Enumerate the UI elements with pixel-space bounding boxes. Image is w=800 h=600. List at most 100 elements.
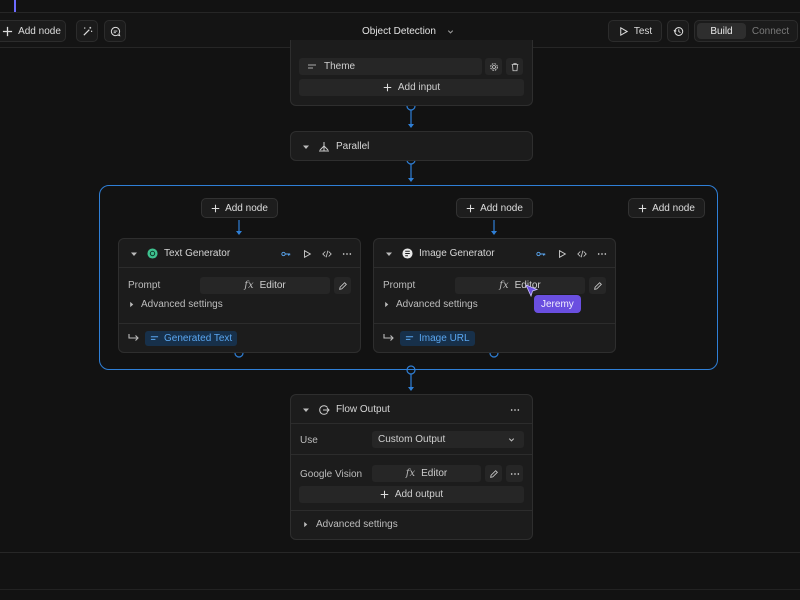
test-button[interactable]: Test — [608, 20, 662, 42]
function-icon: fx — [405, 468, 416, 479]
add-node-label: Add node — [18, 25, 61, 37]
text-generator-logo-icon — [147, 248, 158, 259]
pencil-icon — [489, 469, 498, 478]
use-select-value: Custom Output — [378, 434, 446, 445]
image-url-output-chip[interactable]: Image URL — [400, 331, 475, 346]
plus-icon — [2, 26, 13, 36]
divider — [0, 552, 800, 553]
theme-field[interactable]: Theme — [299, 58, 482, 75]
image-generator-advanced-label: Advanced settings — [396, 299, 478, 310]
magic-wand-icon — [82, 26, 92, 36]
pencil-icon — [338, 281, 347, 290]
flow-output-advanced-toggle[interactable]: Advanced settings — [302, 519, 398, 530]
text-generator-prompt-editor[interactable]: fx Editor — [200, 277, 330, 294]
add-input-button[interactable]: Add input — [299, 79, 524, 96]
add-node-button[interactable]: Add node — [0, 20, 66, 42]
text-generator-actions — [280, 249, 352, 259]
image-generator-prompt-editor[interactable]: fx Editor — [455, 277, 585, 294]
magic-wand-button[interactable] — [76, 20, 98, 42]
flow-title-dropdown[interactable]: Object Detection — [362, 20, 455, 42]
divider — [374, 323, 615, 324]
image-generator-edit-button[interactable] — [589, 277, 606, 294]
comment-button[interactable] — [104, 20, 126, 42]
connect-tab[interactable]: Connect — [751, 25, 790, 37]
more-icon — [510, 472, 519, 475]
chevron-down-icon — [447, 29, 454, 34]
comment-icon — [110, 26, 120, 36]
use-select[interactable]: Custom Output — [372, 431, 524, 448]
function-icon: fx — [499, 280, 509, 291]
test-label: Test — [633, 25, 653, 37]
add-node-right-label: Add node — [480, 202, 523, 214]
generated-text-output-chip[interactable]: Generated Text — [145, 331, 238, 346]
flow-output-icon — [319, 405, 330, 415]
divider — [374, 267, 615, 268]
key-icon[interactable] — [535, 249, 547, 259]
flow-output-node[interactable]: Flow Output Use Custom Output Google Vis… — [290, 394, 533, 540]
google-vision-editor[interactable]: fx Editor — [372, 465, 481, 482]
google-vision-label: Google Vision — [300, 469, 363, 480]
add-output-button[interactable]: Add output — [299, 486, 524, 503]
theme-delete-button[interactable] — [506, 58, 523, 75]
caret-right-icon — [130, 301, 134, 308]
use-label: Use — [300, 435, 318, 446]
caret-right-icon — [385, 301, 389, 308]
text-generator-node[interactable]: Text Generator Prompt fx Editor Advanced… — [118, 238, 361, 353]
play-icon[interactable] — [302, 249, 312, 259]
image-generator-advanced-toggle[interactable]: Advanced settings — [383, 299, 478, 310]
text-generator-advanced-toggle[interactable]: Advanced settings — [128, 299, 223, 310]
input-node: Theme Add input — [290, 40, 533, 106]
add-input-label: Add input — [397, 82, 441, 93]
top-accent-bar — [14, 0, 16, 12]
more-icon[interactable] — [597, 249, 607, 259]
more-icon[interactable] — [510, 405, 520, 415]
collaborator-cursor-icon — [525, 284, 539, 298]
add-node-extra-label: Add node — [652, 202, 695, 214]
divider — [291, 454, 532, 455]
add-node-left-label: Add node — [225, 202, 268, 214]
key-icon[interactable] — [280, 249, 292, 259]
text-generator-edit-button[interactable] — [334, 277, 351, 294]
image-generator-title: Image Generator — [419, 248, 495, 259]
plus-icon — [466, 204, 475, 212]
collaborator-name-badge: Jeremy — [534, 295, 581, 313]
generated-text-label: Generated Text — [164, 333, 233, 344]
divider — [119, 323, 360, 324]
text-field-icon — [150, 336, 159, 340]
image-generator-prompt-label: Prompt — [383, 280, 416, 291]
collapse-caret-icon[interactable] — [385, 250, 393, 258]
theme-settings-button[interactable] — [485, 58, 502, 75]
image-url-label: Image URL — [419, 333, 470, 344]
collapse-caret-icon[interactable] — [302, 406, 310, 414]
parallel-split-icon — [319, 142, 329, 152]
text-field-icon — [405, 336, 414, 340]
gear-icon — [489, 62, 498, 71]
add-node-left-button[interactable]: Add node — [201, 198, 278, 218]
parallel-node[interactable]: Parallel — [290, 131, 533, 161]
code-icon[interactable] — [322, 249, 332, 259]
text-generator-prompt-label: Prompt — [128, 280, 161, 291]
parallel-group — [99, 185, 718, 370]
code-icon[interactable] — [577, 249, 587, 259]
flow-output-title: Flow Output — [336, 404, 390, 415]
google-vision-edit-button[interactable] — [485, 465, 502, 482]
collaborator-name: Jeremy — [541, 298, 574, 310]
divider — [291, 423, 532, 424]
collapse-caret-icon[interactable] — [302, 143, 310, 151]
flow-title: Object Detection — [362, 25, 436, 37]
more-icon[interactable] — [342, 249, 352, 259]
add-node-right-button[interactable]: Add node — [456, 198, 533, 218]
add-node-extra-button[interactable]: Add node — [628, 198, 705, 218]
google-vision-more-button[interactable] — [506, 465, 523, 482]
history-icon — [673, 26, 683, 36]
plus-icon — [380, 490, 389, 499]
history-button[interactable] — [667, 20, 689, 42]
function-icon: fx — [244, 280, 254, 291]
play-icon[interactable] — [557, 249, 567, 259]
collapse-caret-icon[interactable] — [130, 250, 138, 258]
build-tab[interactable]: Build — [697, 23, 746, 39]
text-generator-title: Text Generator — [164, 248, 231, 259]
text-generator-editor-label: Editor — [259, 280, 286, 291]
parallel-label: Parallel — [336, 141, 370, 152]
